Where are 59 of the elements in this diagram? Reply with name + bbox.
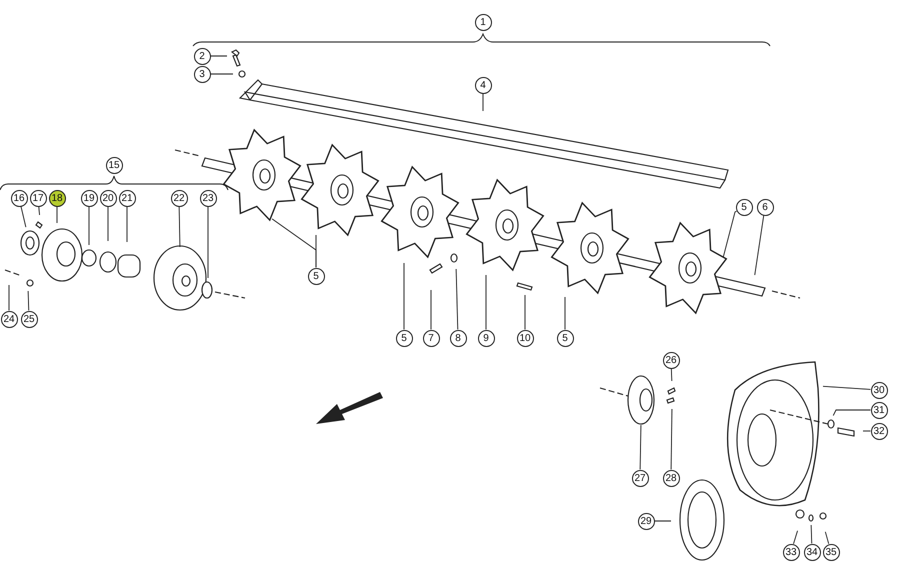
leader-line [56, 206, 58, 224]
callout-number: 15 [106, 156, 122, 174]
callout-number: 26 [662, 352, 680, 368]
leader-line [654, 520, 672, 522]
leader-line [20, 206, 26, 228]
leader-line [430, 290, 432, 330]
callout-number: 8 [450, 330, 466, 346]
callout-number: 7 [422, 330, 440, 346]
callout-number: 24 [0, 310, 18, 328]
callout-number: 28 [662, 470, 680, 486]
leader-line [28, 290, 30, 311]
leader-line [482, 93, 484, 112]
callout-number: 23 [200, 190, 216, 206]
leader-line [8, 284, 10, 311]
callout-number: 2 [194, 48, 210, 64]
callout-number: 5 [308, 268, 324, 284]
leader-line [824, 531, 830, 544]
callout-number: 6 [756, 198, 774, 216]
callout-number: 20 [100, 190, 116, 206]
callout-number: 17 [30, 190, 46, 206]
callout-number: 4 [474, 76, 492, 94]
callout-number: 10 [516, 330, 534, 346]
callout-number: 1 [474, 14, 492, 30]
leader-line [754, 214, 764, 276]
leader-line [670, 368, 672, 382]
callout-number: 32 [870, 422, 888, 440]
leader-line [640, 424, 642, 470]
leader-line [88, 206, 90, 246]
callout-number: 34 [804, 544, 820, 560]
callout-number: 35 [822, 544, 840, 560]
callout-number: 31 [870, 402, 888, 418]
callout-number: 19 [80, 190, 98, 206]
leader-line [38, 206, 40, 216]
callout-number: 3 [194, 66, 210, 82]
callout-number: 27 [632, 470, 648, 486]
callout-number: 9 [478, 330, 494, 346]
leader-line [793, 530, 798, 544]
callout-number: 22 [170, 190, 188, 206]
callout-number: 21 [118, 190, 136, 206]
leader-line [524, 294, 526, 330]
leader-line [178, 206, 180, 248]
leader-line [822, 386, 871, 390]
leader-line [722, 210, 738, 258]
callout-number: 5 [396, 330, 412, 346]
callout-number: 33 [782, 544, 800, 560]
leader-line [810, 524, 812, 544]
leader-line [832, 410, 871, 416]
leader-line [126, 206, 128, 242]
callout-number: 30 [870, 382, 888, 398]
leader-line [564, 296, 566, 330]
callout-number: 25 [20, 310, 38, 328]
callout-number: 18 [48, 190, 66, 206]
callout-number: 29 [638, 512, 654, 530]
callout-number: 5 [556, 330, 574, 346]
leader-line [670, 408, 672, 470]
callout-number: 16 [10, 190, 28, 206]
leader-line [862, 430, 871, 432]
callout-number: 5 [736, 198, 752, 216]
leader-line [456, 268, 458, 330]
